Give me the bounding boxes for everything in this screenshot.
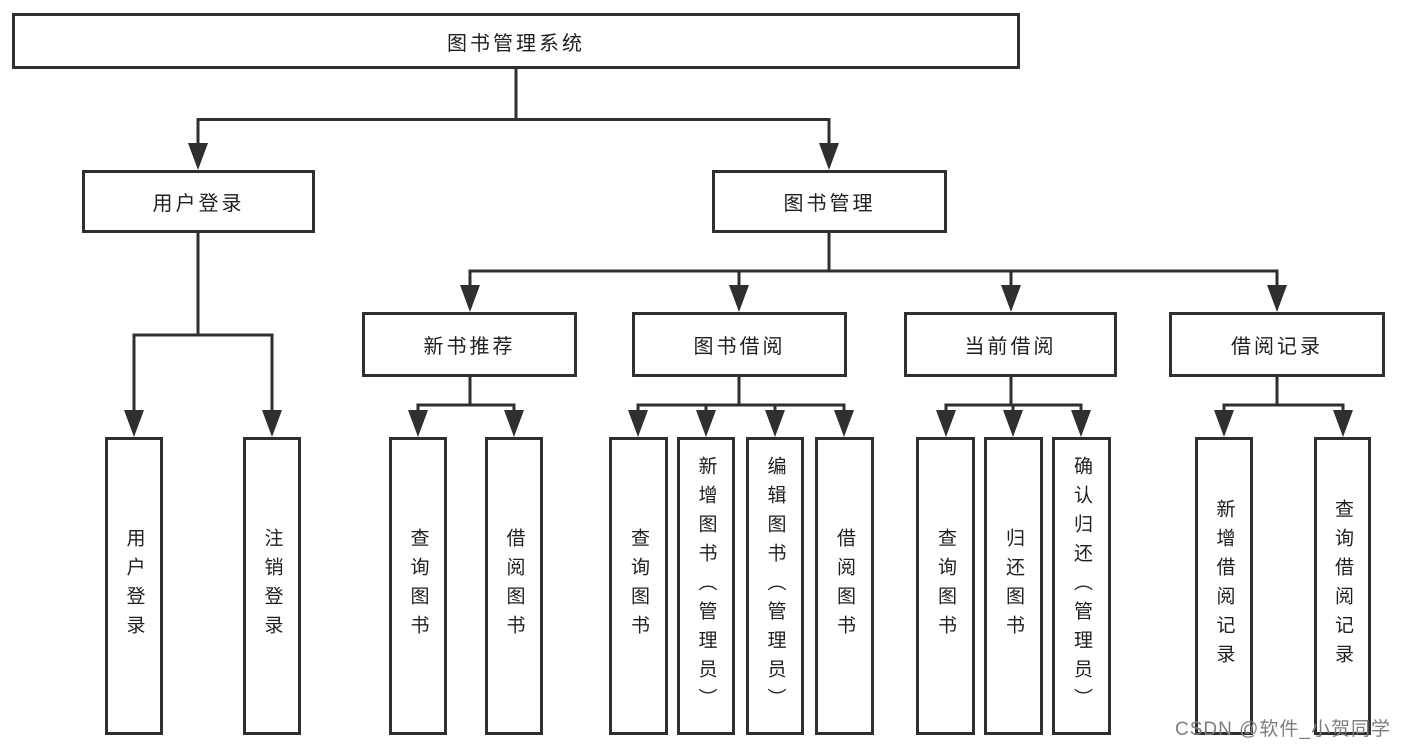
node-leaf-query-book-current: 查询图书 — [916, 437, 975, 735]
connector-lines — [132, 69, 1345, 411]
node-leaf-user-login-label: 用户登录 — [123, 528, 145, 644]
node-leaf-add-book-admin: 新增图书（管理员） — [677, 437, 735, 735]
node-book-borrowing: 图书借阅 — [632, 312, 847, 377]
node-book-borrowing-label: 图书借阅 — [693, 336, 786, 358]
node-leaf-return-book-label: 归还图书 — [1003, 528, 1024, 644]
node-leaf-return-book: 归还图书 — [984, 437, 1043, 735]
node-book-management-label: 图书管理 — [783, 193, 876, 215]
node-borrowing-records-label: 借阅记录 — [1231, 336, 1323, 358]
node-leaf-add-borrow-record: 新增借阅记录 — [1195, 437, 1253, 735]
node-leaf-query-borrow-record-label: 查询借阅记录 — [1332, 499, 1353, 673]
node-leaf-user-login: 用户登录 — [105, 437, 163, 735]
node-root-system-label: 图书管理系统 — [447, 32, 585, 55]
node-leaf-borrow-book: 借阅图书 — [815, 437, 874, 735]
node-leaf-edit-book-admin-label: 编辑图书（管理员） — [764, 455, 786, 717]
node-book-management: 图书管理 — [712, 170, 947, 233]
node-leaf-borrow-book-recommend-label: 借阅图书 — [503, 528, 525, 644]
node-leaf-query-book-recommend: 查询图书 — [389, 437, 447, 735]
node-current-borrowing: 当前借阅 — [904, 312, 1117, 377]
node-leaf-confirm-return-admin-label: 确认归还（管理员） — [1071, 455, 1092, 717]
node-leaf-add-borrow-record-label: 新增借阅记录 — [1213, 499, 1235, 673]
csdn-watermark: CSDN @软件_小贺同学 — [1175, 719, 1391, 740]
arrowheads — [124, 143, 1353, 437]
node-leaf-query-book-borrowing-label: 查询图书 — [628, 528, 649, 644]
node-leaf-confirm-return-admin: 确认归还（管理员） — [1052, 437, 1111, 735]
node-leaf-borrow-book-recommend: 借阅图书 — [485, 437, 543, 735]
node-new-book-recommend-label: 新书推荐 — [423, 336, 516, 358]
node-user-login-label: 用户登录 — [152, 193, 245, 215]
node-leaf-add-book-admin-label: 新增图书（管理员） — [695, 455, 717, 717]
node-leaf-query-book-current-label: 查询图书 — [935, 528, 956, 644]
node-leaf-query-borrow-record: 查询借阅记录 — [1314, 437, 1371, 735]
node-user-login: 用户登录 — [82, 170, 315, 233]
node-leaf-logout: 注销登录 — [243, 437, 301, 735]
node-leaf-logout-label: 注销登录 — [261, 528, 283, 644]
node-leaf-edit-book-admin: 编辑图书（管理员） — [746, 437, 804, 735]
node-borrowing-records: 借阅记录 — [1169, 312, 1385, 377]
node-current-borrowing-label: 当前借阅 — [964, 336, 1057, 358]
node-leaf-query-book-recommend-label: 查询图书 — [407, 528, 429, 644]
node-new-book-recommend: 新书推荐 — [362, 312, 577, 377]
node-leaf-borrow-book-label: 借阅图书 — [834, 528, 855, 644]
node-root-system: 图书管理系统 — [12, 13, 1020, 69]
node-leaf-query-book-borrowing: 查询图书 — [609, 437, 668, 735]
